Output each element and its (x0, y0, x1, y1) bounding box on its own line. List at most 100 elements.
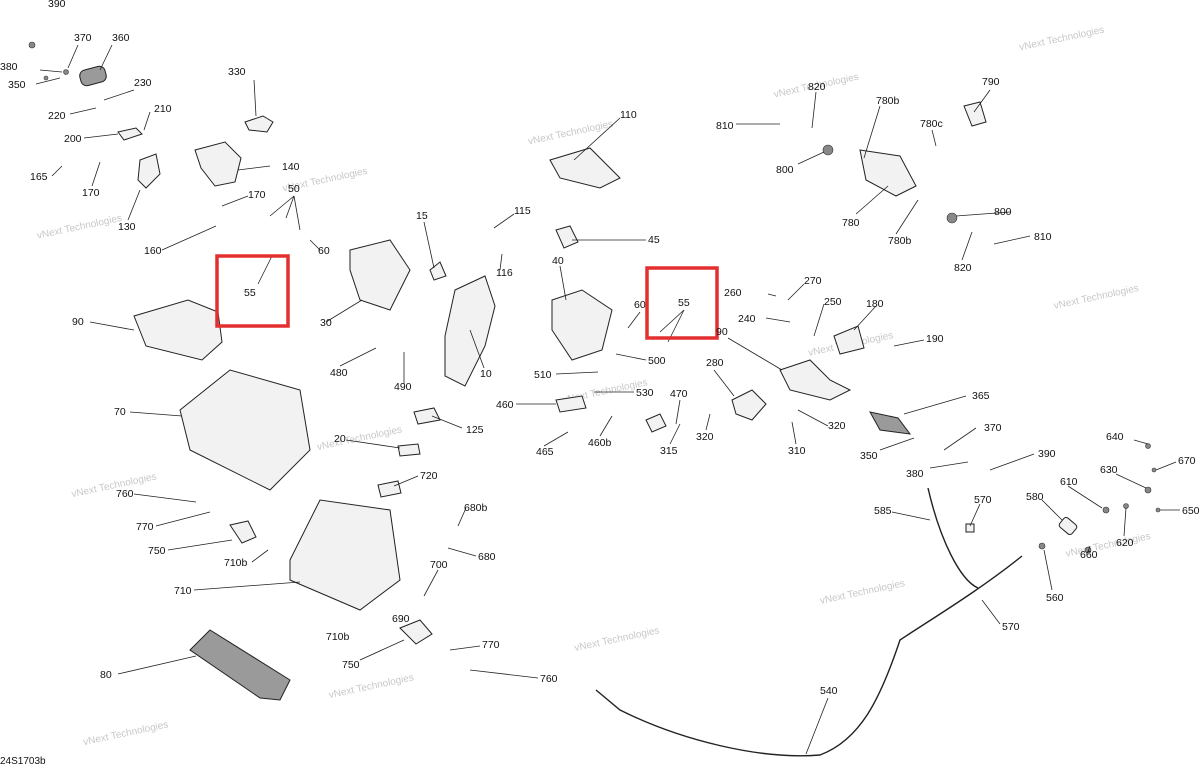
callout-label[interactable]: 470 (670, 388, 688, 400)
callout-label[interactable]: 370 (984, 422, 1002, 434)
callout-label[interactable]: 510 (534, 369, 552, 381)
callout-label[interactable]: 820 (954, 262, 972, 274)
callout-label[interactable]: 380 (0, 61, 18, 73)
callout-label[interactable]: 630 (1100, 464, 1118, 476)
callout-label[interactable]: 270 (804, 275, 822, 287)
callout-label[interactable]: 585 (874, 505, 892, 517)
callout-label[interactable]: 380 (906, 468, 924, 480)
callout-label[interactable]: 210 (154, 103, 172, 115)
callout-label[interactable]: 760 (116, 488, 134, 500)
callout-label[interactable]: 45 (648, 234, 660, 246)
callout-label[interactable]: 820 (808, 81, 826, 93)
callout-label[interactable]: 390 (1038, 448, 1056, 460)
callout-label[interactable]: 220 (48, 110, 66, 122)
callout-label[interactable]: 50 (288, 183, 300, 195)
callout-label[interactable]: 750 (342, 659, 360, 671)
callout-label[interactable]: 710 (174, 585, 192, 597)
callout-label[interactable]: 370 (74, 32, 92, 44)
callout-label[interactable]: 160 (144, 245, 162, 257)
callout-label[interactable]: 110 (620, 109, 637, 121)
callout-label[interactable]: 116 (496, 267, 513, 279)
callout-label[interactable]: 670 (1178, 455, 1196, 467)
callout-label[interactable]: 570 (1002, 621, 1020, 633)
callout-label[interactable]: 260 (724, 287, 742, 299)
callout-label[interactable]: 620 (1116, 537, 1134, 549)
callout-label[interactable]: 280 (706, 357, 724, 369)
callout-label[interactable]: 70 (114, 406, 126, 418)
callout-label[interactable]: 530 (636, 387, 654, 399)
callout-label[interactable]: 500 (648, 355, 666, 367)
callout-label[interactable]: 750 (148, 545, 166, 557)
callout-label[interactable]: 55 (244, 287, 256, 299)
callout-label[interactable]: 790 (982, 76, 1000, 88)
callout-label[interactable]: 10 (480, 368, 492, 380)
callout-label[interactable]: 230 (134, 77, 152, 89)
callout-label[interactable]: 720 (420, 470, 438, 482)
callout-label[interactable]: 465 (536, 446, 554, 458)
callout-label[interactable]: 390 (48, 0, 66, 10)
callout-label[interactable]: 165 (30, 171, 48, 183)
callout-label[interactable]: 130 (118, 221, 136, 233)
callout-label[interactable]: 200 (64, 133, 82, 145)
callout-label[interactable]: 800 (994, 206, 1012, 218)
callout-label[interactable]: 170 (248, 189, 266, 201)
callout-label[interactable]: 320 (696, 431, 714, 443)
callout-label[interactable]: 650 (1182, 505, 1200, 517)
callout-label[interactable]: 170 (82, 187, 100, 199)
callout-label[interactable]: 350 (860, 450, 878, 462)
callout-label[interactable]: 190 (926, 333, 944, 345)
callout-label[interactable]: 610 (1060, 476, 1078, 488)
part-125 (413, 407, 441, 425)
callout-label[interactable]: 780b (876, 95, 900, 107)
callout-label[interactable]: 710b (326, 631, 350, 643)
callout-label[interactable]: 315 (660, 445, 678, 457)
callout-label[interactable]: 640 (1106, 431, 1124, 443)
callout-label[interactable]: 30 (320, 317, 332, 329)
callout-label[interactable]: 780 (842, 217, 860, 229)
callout-label[interactable]: 310 (788, 445, 806, 457)
callout-label[interactable]: 115 (514, 205, 531, 217)
callout-label[interactable]: 800 (776, 164, 794, 176)
callout-label[interactable]: 320 (828, 420, 846, 432)
callout-label[interactable]: 365 (972, 390, 990, 402)
callout-label[interactable]: 250 (824, 296, 842, 308)
callout-label[interactable]: 570 (974, 494, 992, 506)
callout-label[interactable]: 540 (820, 685, 838, 697)
callout-label[interactable]: 55 (678, 297, 690, 309)
callout-label[interactable]: 780b (888, 235, 912, 247)
callout-label[interactable]: 460b (588, 437, 612, 449)
callout-label[interactable]: 680b (464, 502, 488, 514)
callout-label[interactable]: 810 (716, 120, 734, 132)
callout-label[interactable]: 125 (466, 424, 484, 436)
callout-label[interactable]: 80 (100, 669, 112, 681)
callout-label[interactable]: 180 (866, 298, 884, 310)
watermark: vNext Technologies (82, 719, 169, 748)
callout-label[interactable]: 90 (72, 316, 84, 328)
callout-label[interactable]: 360 (112, 32, 130, 44)
callout-label[interactable]: 330 (228, 66, 246, 78)
callout-label[interactable]: 680 (478, 551, 496, 563)
callout-label[interactable]: 40 (552, 255, 564, 267)
callout-label[interactable]: 460 (496, 399, 514, 411)
callout-label[interactable]: 560 (1046, 592, 1064, 604)
callout-label[interactable]: 240 (738, 313, 756, 325)
callout-label[interactable]: 770 (136, 521, 154, 533)
callout-label[interactable]: 580 (1026, 491, 1044, 503)
callout-label[interactable]: 140 (282, 161, 300, 173)
callout-label[interactable]: 780c (920, 118, 943, 130)
callout-label[interactable]: 60 (634, 299, 646, 311)
callout-label[interactable]: 350 (8, 79, 26, 91)
callout-label[interactable]: 490 (394, 381, 412, 393)
callout-label[interactable]: 690 (392, 613, 410, 625)
callout-label[interactable]: 810 (1034, 231, 1052, 243)
callout-label[interactable]: 710b (224, 557, 248, 569)
callout-label[interactable]: 770 (482, 639, 500, 651)
callout-label[interactable]: 60 (318, 245, 330, 257)
callout-label[interactable]: 700 (430, 559, 448, 571)
callout-label[interactable]: 480 (330, 367, 348, 379)
callout-label[interactable]: 15 (416, 210, 428, 222)
callout-label[interactable]: 760 (540, 673, 558, 685)
callout-label[interactable]: 660 (1080, 549, 1098, 561)
callout-label[interactable]: 20 (334, 433, 346, 445)
callout-label[interactable]: 90 (716, 326, 728, 338)
